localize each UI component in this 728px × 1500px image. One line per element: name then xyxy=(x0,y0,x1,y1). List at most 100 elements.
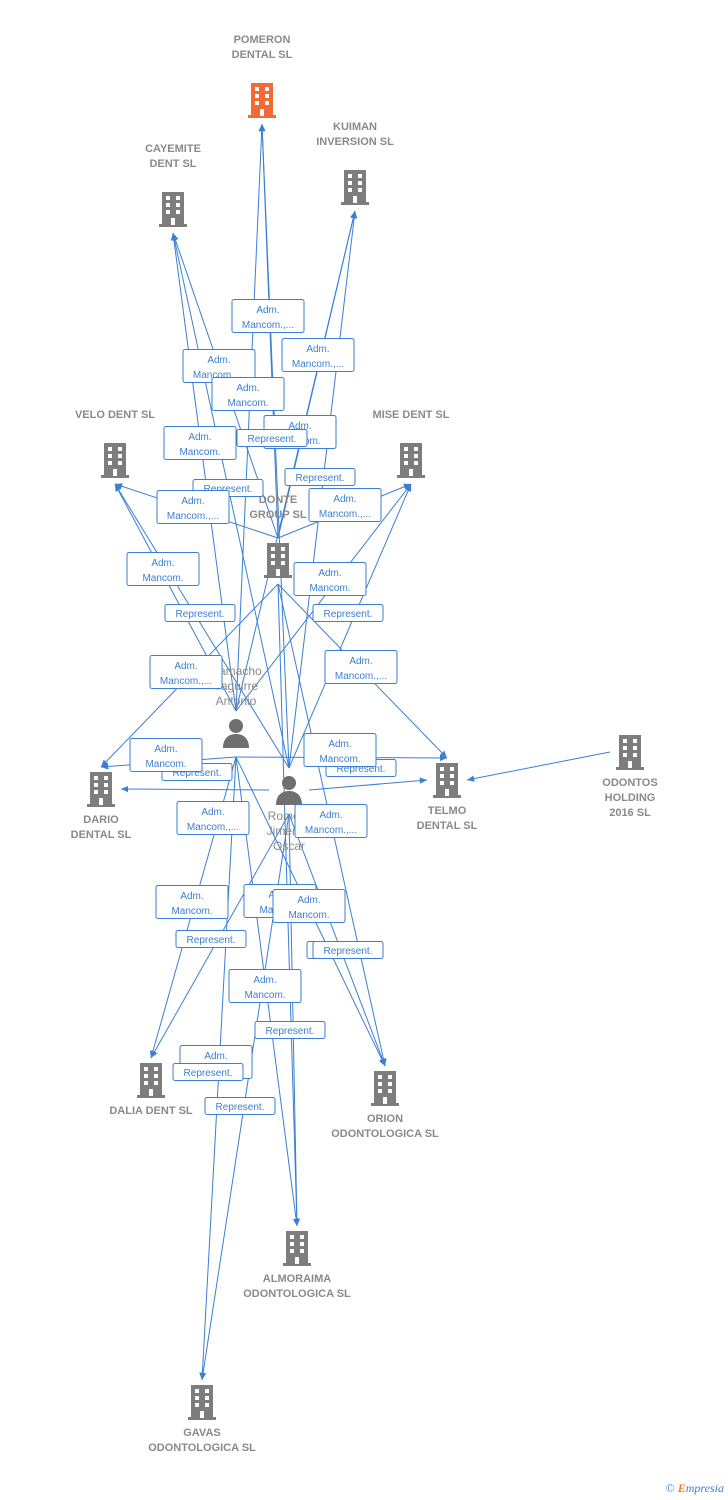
person-label: Antonio xyxy=(216,694,257,708)
edge-romero-telmo xyxy=(308,777,428,791)
relation-label[interactable]: Represent. xyxy=(204,1097,276,1115)
relation-label[interactable]: Adm.Mancom. xyxy=(126,552,200,586)
relation-label[interactable]: Adm.Mancom. xyxy=(293,562,367,596)
company-label: DENTAL SL xyxy=(232,49,293,61)
relation-text: Mancom. xyxy=(171,906,212,917)
edge-romero-velo xyxy=(114,483,290,769)
building-icon xyxy=(433,763,461,798)
relation-label[interactable]: Adm.Mancom.,... xyxy=(324,650,398,684)
building-icon xyxy=(371,1071,399,1106)
company-label: ORION xyxy=(367,1113,403,1125)
company-label: DENTAL SL xyxy=(417,820,478,832)
relation-label[interactable]: Represent. xyxy=(254,1021,326,1039)
company-label: GROUP SL xyxy=(249,509,307,521)
company-label: GAVAS xyxy=(183,1427,221,1439)
relation-text: Adm. xyxy=(318,568,341,579)
relation-box xyxy=(303,733,377,767)
relation-label[interactable]: Represent. xyxy=(236,429,308,447)
building-icon xyxy=(397,443,425,478)
relation-label[interactable]: Represent. xyxy=(312,941,384,959)
edge-odontos-telmo xyxy=(466,751,611,782)
building-icon xyxy=(137,1063,165,1098)
relation-label[interactable]: Represent. xyxy=(172,1063,244,1081)
relation-label[interactable]: Adm.Mancom. xyxy=(272,889,346,923)
relation-label[interactable]: Adm.Mancom.,... xyxy=(231,299,305,333)
copyright-symbol: © xyxy=(665,1481,675,1495)
company-node-gavas[interactable]: GAVAS ODONTOLOGICA SL xyxy=(148,1385,256,1454)
relation-label[interactable]: Represent. xyxy=(312,604,384,622)
company-node-mise[interactable]: MISE DENT SL xyxy=(372,409,450,478)
company-label: INVERSION SL xyxy=(316,136,394,148)
relation-label[interactable]: Adm.Mancom.,... xyxy=(149,655,223,689)
company-label: ODONTOLOGICA SL xyxy=(148,1442,256,1454)
relation-label[interactable]: Adm.Mancom.,... xyxy=(176,801,250,835)
relation-box xyxy=(293,562,367,596)
company-node-dario[interactable]: DARIO DENTAL SL xyxy=(71,772,132,841)
building-icon xyxy=(248,83,276,118)
relation-label[interactable]: Adm.Mancom. xyxy=(129,738,203,772)
building-icon xyxy=(264,543,292,578)
company-label: TELMO xyxy=(428,805,467,817)
company-node-dalia[interactable]: DALIA DENT SL xyxy=(109,1063,193,1117)
relation-label[interactable]: Adm.Mancom.,... xyxy=(156,490,230,524)
footer-brand: ©Empresia xyxy=(666,1481,724,1496)
edge-romero-cayemite xyxy=(171,232,290,769)
relation-text: Mancom. xyxy=(145,759,186,770)
edge-romero-dario xyxy=(120,785,270,793)
relation-text: Represent. xyxy=(248,434,297,445)
relation-text: Adm. xyxy=(288,421,311,432)
relation-label[interactable]: Adm.Mancom.,... xyxy=(308,488,382,522)
relation-text: Represent. xyxy=(184,1068,233,1079)
relation-label[interactable]: Adm. Mancom. xyxy=(211,377,285,411)
relation-label[interactable]: Represent. xyxy=(164,604,236,622)
relation-box xyxy=(172,1063,244,1081)
relation-text: Adm. xyxy=(256,305,279,316)
relation-box xyxy=(211,377,285,411)
company-label: DENTAL SL xyxy=(71,829,132,841)
person-icon xyxy=(276,776,302,805)
relation-box xyxy=(324,650,398,684)
company-label: ALMORAIMA xyxy=(263,1273,331,1285)
relation-text: Adm. xyxy=(188,432,211,443)
relation-text: Mancom. xyxy=(142,573,183,584)
company-label: HOLDING xyxy=(605,792,656,804)
relation-text: Adm. xyxy=(180,891,203,902)
relation-box xyxy=(272,889,346,923)
relation-text: Adm. xyxy=(253,975,276,986)
relation-text: Adm. xyxy=(236,383,259,394)
relation-box xyxy=(284,468,356,486)
relation-text: Mancom. xyxy=(288,910,329,921)
relation-text: Mancom. xyxy=(227,398,268,409)
relation-label[interactable]: Represent. xyxy=(284,468,356,486)
edge-camacho-mise xyxy=(235,483,412,712)
person-label: Camacho xyxy=(210,664,262,678)
relation-label[interactable]: Adm.Mancom.,... xyxy=(294,804,368,838)
relation-label[interactable]: Adm. Mancom. xyxy=(155,885,229,919)
relation-label[interactable]: Adm.Mancom. xyxy=(163,426,237,460)
company-node-velo[interactable]: VELO DENT SL xyxy=(75,409,155,478)
edge-romero-almoraima xyxy=(288,813,301,1227)
relation-label[interactable]: Represent. xyxy=(175,930,247,948)
person-label: Oscar xyxy=(273,839,305,853)
person-label: Yaguirre xyxy=(214,679,259,693)
relation-text: Represent. xyxy=(324,946,373,957)
company-label: DARIO xyxy=(83,814,119,826)
relation-label[interactable]: Adm.Mancom.,... xyxy=(281,338,355,372)
relation-text: Mancom.,... xyxy=(193,370,245,381)
relation-label[interactable]: Adm.Mancom. xyxy=(303,733,377,767)
building-icon xyxy=(159,192,187,227)
relation-box xyxy=(164,604,236,622)
relation-box xyxy=(155,885,229,919)
company-node-telmo[interactable]: TELMO DENTAL SL xyxy=(417,763,478,832)
relation-label[interactable]: Adm.Mancom. xyxy=(228,969,302,1003)
person-icon xyxy=(223,719,249,748)
